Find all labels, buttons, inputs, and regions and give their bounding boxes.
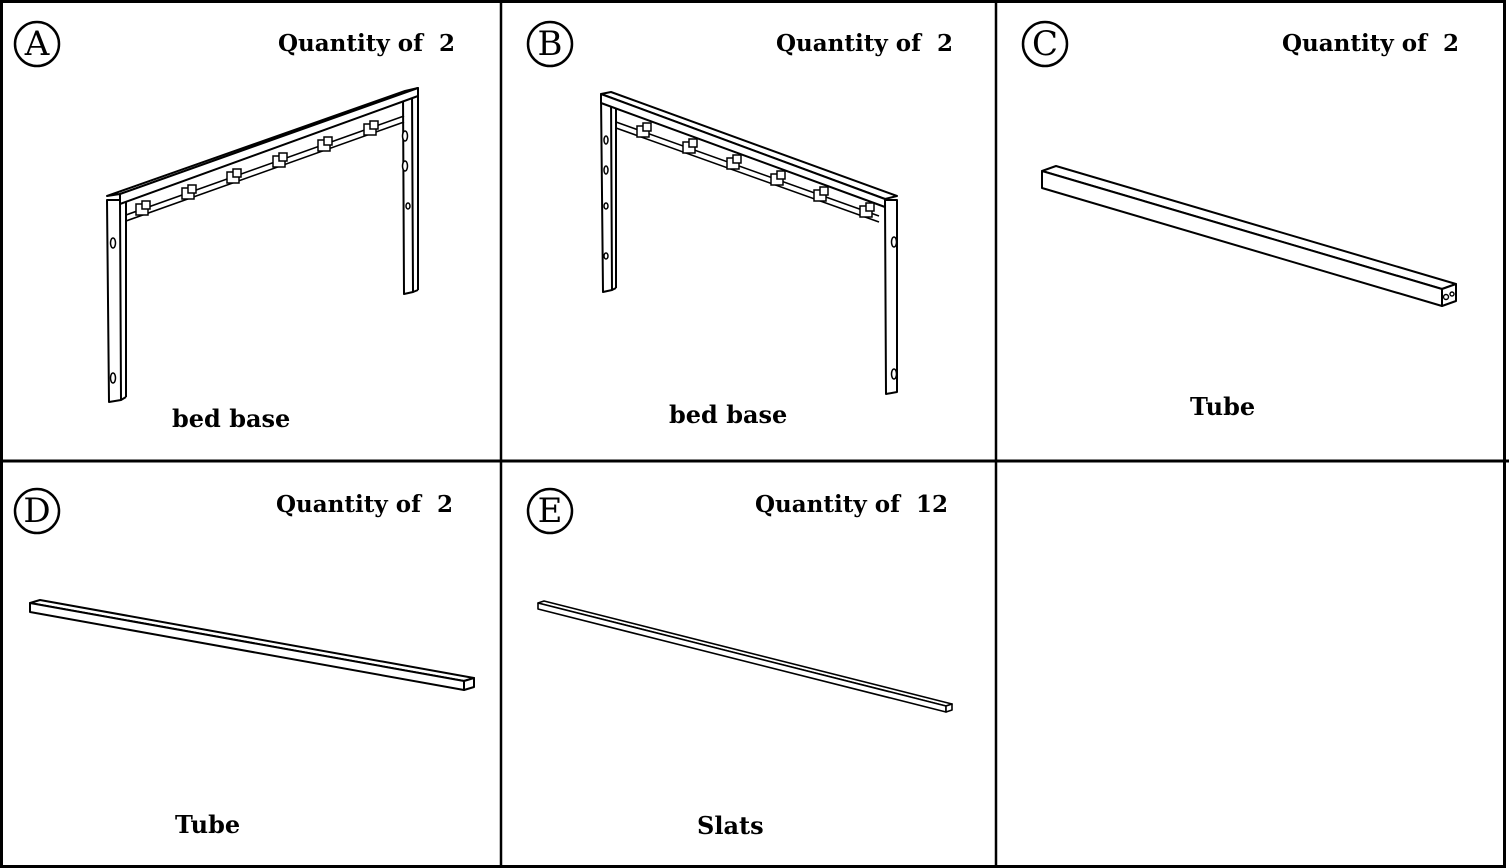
part-name-a: bed base — [172, 404, 291, 433]
part-cell-e: E Quantity of 12 Slats — [501, 461, 996, 868]
part-quantity-b: Quantity of 2 — [776, 30, 953, 57]
part-quantity-d: Quantity of 2 — [276, 491, 453, 518]
part-cell-c: C Quantity of 2 Tube — [996, 0, 1509, 461]
part-name-d: Tube — [175, 810, 241, 839]
bed-base-frame-right-icon — [600, 91, 898, 395]
bed-base-frame-left-icon — [106, 87, 419, 403]
slat-icon — [537, 600, 953, 713]
part-cell-d: D Quantity of 2 Tube — [0, 461, 501, 868]
part-cell-b: B Quantity of 2 — [501, 0, 996, 461]
part-quantity-c: Quantity of 2 — [1282, 30, 1459, 57]
empty-cell — [996, 461, 1509, 868]
part-letter-d: D — [12, 485, 62, 537]
part-cell-a: A Quantity of 2 — [0, 0, 501, 461]
part-name-b: bed base — [669, 400, 788, 429]
part-letter-e: E — [525, 485, 575, 537]
short-tube-icon — [1041, 165, 1457, 307]
part-quantity-a: Quantity of 2 — [278, 30, 455, 57]
part-letter-b: B — [525, 18, 575, 70]
part-name-e: Slats — [697, 811, 764, 840]
part-letter-c: C — [1020, 18, 1070, 70]
part-name-c: Tube — [1190, 392, 1256, 421]
long-tube-icon — [29, 599, 475, 691]
part-letter-a: A — [12, 18, 62, 70]
part-quantity-e: Quantity of 12 — [755, 491, 948, 518]
